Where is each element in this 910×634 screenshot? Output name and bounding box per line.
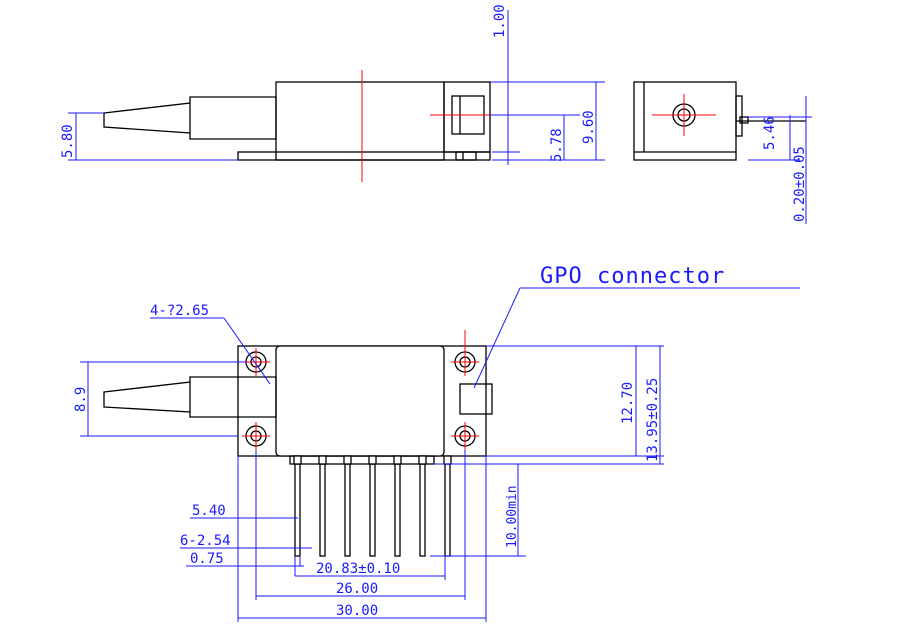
dim-fiber-label: 8.9	[73, 387, 89, 412]
gpo-leader	[473, 287, 521, 389]
dim-pin-length-label: 10.00min	[505, 485, 520, 548]
side-connector-housing	[443, 81, 491, 153]
side-dim-height-label: 9.60	[581, 110, 597, 144]
pin-tab-5	[393, 455, 402, 465]
pin-3	[344, 463, 351, 557]
pins	[293, 455, 452, 557]
dim-pin-width-label: 0.75	[190, 551, 224, 567]
pin-tab-2	[318, 455, 327, 465]
side-dim-connector-label: 5.78	[549, 128, 565, 162]
dim-pin-span-label: 20.83±0.10	[316, 561, 400, 577]
side-flange	[237, 151, 491, 161]
hole-centerlines	[242, 330, 479, 450]
pin-tab-6	[418, 455, 427, 465]
side-dim-left-label: 5.80	[60, 124, 76, 158]
dim-pin-pitch-label: 6-2.54	[180, 533, 231, 549]
pin-6	[419, 463, 426, 557]
dim-pin-offset-label: 5.40	[192, 503, 226, 519]
pin-1	[294, 463, 301, 557]
dim-total-width-label: 30.00	[336, 603, 378, 619]
top-view: 4-?2.65 GPO connector 8.9 12.70 13.95±0.…	[73, 264, 800, 622]
gpo-connector-label: GPO connector	[540, 264, 725, 289]
dim-inner-height-label: 12.70	[620, 382, 636, 424]
pin-tab-4	[368, 455, 377, 465]
end-dim-pin-label: 0.20±0.05	[792, 146, 808, 222]
pin-tab-3	[343, 455, 352, 465]
end-connector-edge	[735, 95, 743, 137]
pin-7	[444, 463, 451, 557]
pin-2	[319, 463, 326, 557]
pin-4	[369, 463, 376, 557]
pin-tab-7	[443, 455, 452, 465]
side-view: 1.00 5.80 5.78 9.60	[60, 4, 605, 182]
top-fiber-boot	[103, 376, 277, 418]
dim-outer-height-label: 13.95±0.25	[645, 378, 661, 462]
dim-hole-span-label: 26.00	[336, 581, 378, 597]
top-pin-strip	[289, 455, 435, 465]
top-lid	[275, 345, 445, 457]
side-pin-stub	[455, 151, 477, 161]
end-pin	[739, 116, 749, 124]
side-body	[275, 81, 445, 161]
side-dim-top-label: 1.00	[492, 4, 508, 38]
holes-leader	[223, 317, 271, 385]
end-view: 5.46 0.20±0.05	[633, 81, 812, 224]
pin-5	[394, 463, 401, 557]
top-connector	[459, 383, 493, 415]
pin-tab-1	[293, 455, 302, 465]
end-dim-height-label: 5.46	[762, 116, 778, 150]
holes-label: 4-?2.65	[150, 303, 209, 319]
